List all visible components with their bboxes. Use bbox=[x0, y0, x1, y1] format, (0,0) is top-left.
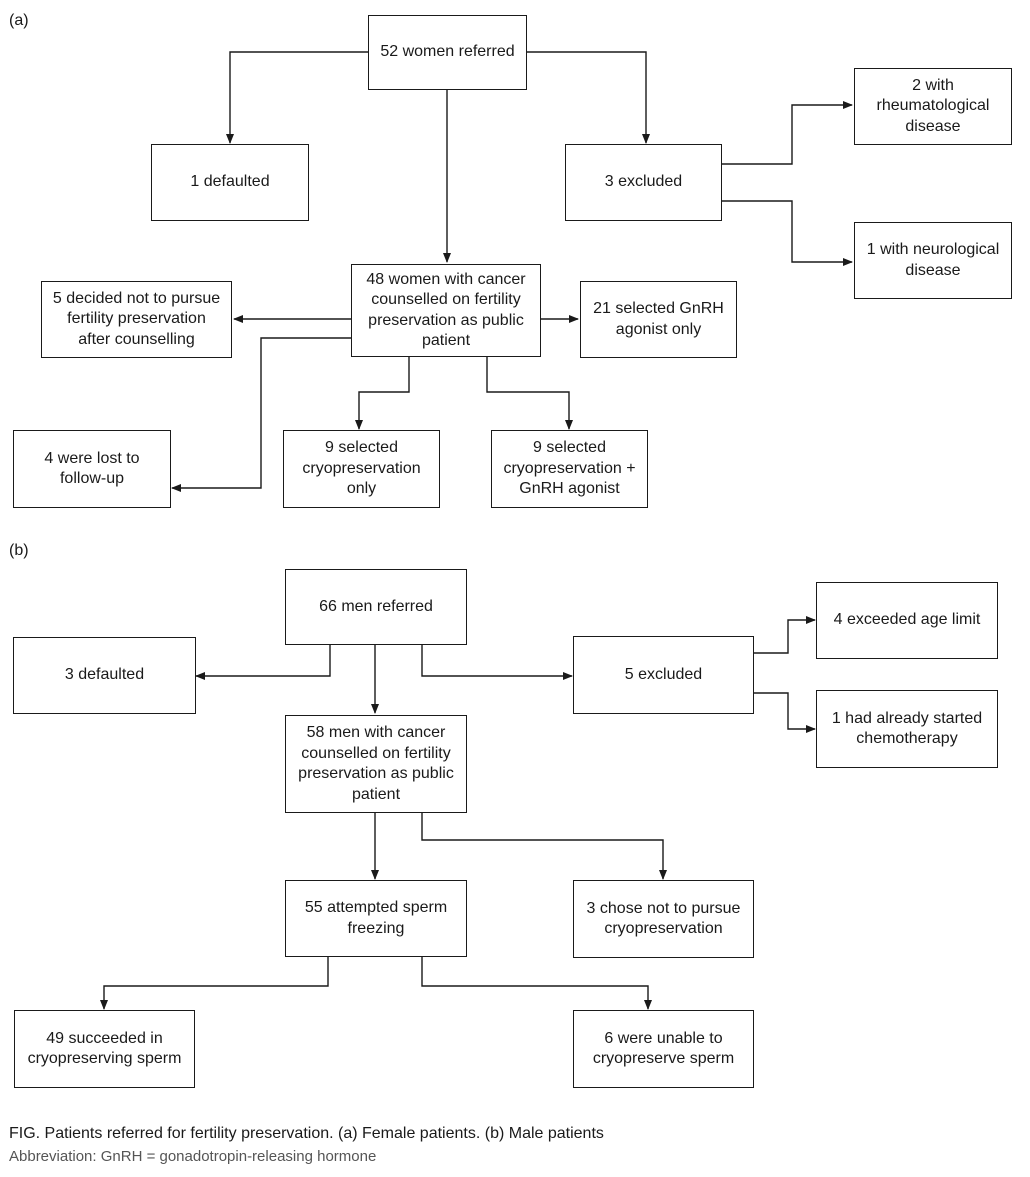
box-a-rheumatological: 2 with rheumatological disease bbox=[854, 68, 1012, 145]
box-b-chemotherapy: 1 had already started chemotherapy bbox=[816, 690, 998, 768]
box-a-women-referred: 52 women referred bbox=[368, 15, 527, 90]
arrow-a-excluded-to-rheum bbox=[722, 101, 853, 165]
box-b-excluded: 5 excluded bbox=[573, 636, 754, 714]
arrow-b-attempted-to-unable bbox=[421, 957, 652, 1010]
abbreviation-note: Abbreviation: GnRH = gonadotropin-releas… bbox=[9, 1148, 377, 1165]
box-b-not-pursue: 3 chose not to pursue cryopreservation bbox=[573, 880, 754, 958]
panel-a-label: (a) bbox=[9, 12, 29, 29]
arrow-a-counselled-to-lost bbox=[171, 337, 351, 492]
box-b-age-limit: 4 exceeded age limit bbox=[816, 582, 998, 659]
box-a-cryo-gnrh: 9 selected cryopreservation + GnRH agoni… bbox=[491, 430, 648, 508]
arrow-a-referred-to-excluded bbox=[527, 51, 650, 144]
arrow-a-referred-to-defaulted bbox=[226, 51, 368, 144]
figure-caption: FIG. Patients referred for fertility pre… bbox=[9, 1125, 604, 1142]
box-b-attempted: 55 attempted sperm freezing bbox=[285, 880, 467, 957]
box-a-defaulted: 1 defaulted bbox=[151, 144, 309, 221]
box-a-excluded: 3 excluded bbox=[565, 144, 722, 221]
box-b-men-referred: 66 men referred bbox=[285, 569, 467, 645]
box-a-cryo-only: 9 selected cryopreservation only bbox=[283, 430, 440, 508]
arrow-b-referred-to-defaulted bbox=[195, 645, 331, 680]
arrow-b-excluded-to-chemo bbox=[754, 692, 816, 733]
box-b-unable: 6 were unable to cryopreserve sperm bbox=[573, 1010, 754, 1088]
box-a-not-pursue: 5 decided not to pursue fertility preser… bbox=[41, 281, 232, 358]
arrow-a-counselled-to-cryo-gnrh bbox=[486, 357, 573, 430]
box-a-gnrh-only: 21 selected GnRH agonist only bbox=[580, 281, 737, 358]
box-a-lost-follow-up: 4 were lost to follow-up bbox=[13, 430, 171, 508]
box-a-neurological: 1 with neurological disease bbox=[854, 222, 1012, 299]
box-b-counselled: 58 men with cancer counselled on fertili… bbox=[285, 715, 467, 813]
arrow-b-attempted-to-succeeded bbox=[100, 957, 329, 1010]
arrow-b-excluded-to-age-limit bbox=[754, 616, 816, 654]
box-b-succeeded: 49 succeeded in cryopreserving sperm bbox=[14, 1010, 195, 1088]
panel-b-label: (b) bbox=[9, 542, 29, 559]
arrow-a-counselled-to-cryo-only bbox=[355, 357, 410, 430]
box-a-counselled: 48 women with cancer counselled on ferti… bbox=[351, 264, 541, 357]
arrow-b-counselled-to-not-pursue bbox=[421, 813, 667, 880]
arrow-a-excluded-to-neuro bbox=[722, 200, 853, 266]
arrow-b-referred-to-excluded bbox=[421, 645, 573, 680]
box-b-defaulted: 3 defaulted bbox=[13, 637, 196, 714]
